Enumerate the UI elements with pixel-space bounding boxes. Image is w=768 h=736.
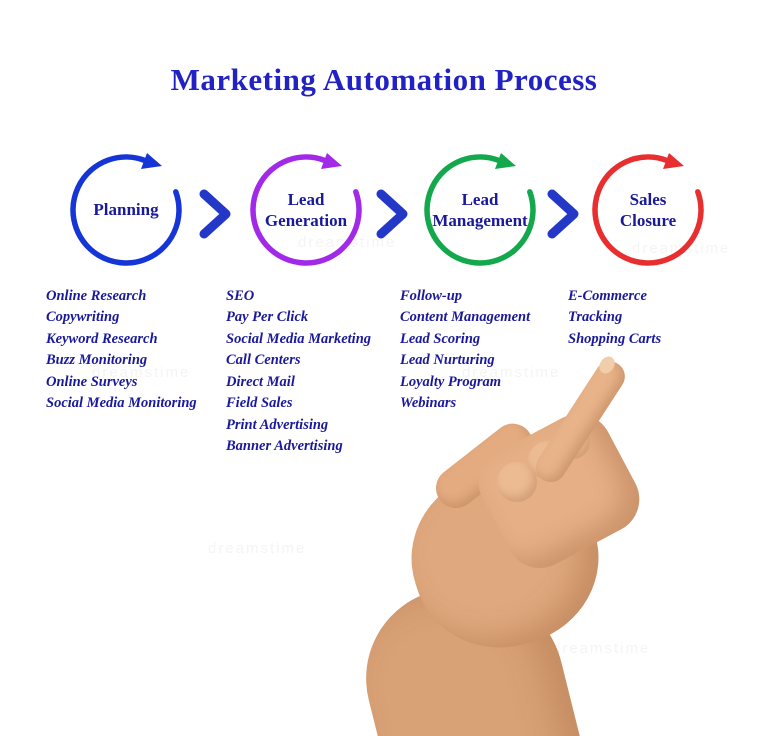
stage-ring-icon — [70, 153, 182, 266]
watermark: dreamstime — [552, 640, 651, 657]
list-item: Tracking — [568, 309, 623, 326]
list-item: Shopping Carts — [568, 330, 662, 347]
stage-circle: Sales Closure — [588, 150, 708, 270]
list-item: Loyalty Program — [400, 373, 502, 390]
stage-label: Planning — [93, 200, 159, 220]
list-item: Field Sales — [226, 395, 293, 412]
stage-planning: Planning Online Research Copywriting Key… — [36, 150, 216, 415]
list-item: Print Advertising — [226, 416, 329, 433]
arrow-right-icon — [375, 188, 411, 240]
stage-ring-icon — [424, 153, 536, 266]
stage-circle: Lead Generation — [246, 150, 366, 270]
list-item: SEO — [226, 288, 255, 304]
stage-ring-icon — [250, 153, 362, 266]
ring-arc — [250, 154, 362, 266]
stage-label: Lead Management — [432, 189, 528, 230]
ring-arc — [592, 154, 704, 266]
stage-circle: Planning — [66, 150, 186, 270]
list-item: Follow-up — [400, 288, 463, 304]
page-title: Marketing Automation Process — [170, 62, 598, 97]
ring-arc — [70, 154, 182, 266]
list-item: Call Centers — [226, 352, 301, 369]
arrow-shape — [376, 189, 408, 239]
list-item: Buzz Monitoring — [46, 352, 148, 369]
list-item: Online Research — [46, 288, 147, 304]
list-item: Direct Mail — [226, 373, 295, 390]
ring-arrowhead — [321, 153, 342, 169]
stage-item-list: E-Commerce Tracking Shopping Carts — [558, 286, 738, 350]
list-item: Lead Nurturing — [400, 352, 495, 369]
list-item: Pay Per Click — [226, 309, 309, 326]
arrow-shape — [199, 189, 231, 239]
ring-arrowhead — [495, 153, 516, 169]
list-item: Social Media Monitoring — [46, 395, 197, 412]
stage-ring-icon — [592, 153, 704, 266]
arrow-shape — [547, 189, 579, 239]
list-item: Online Surveys — [46, 373, 138, 390]
stage-lead-management: Lead Management Follow-up Content Manage… — [390, 150, 570, 415]
list-item: Banner Advertising — [226, 438, 343, 455]
arrow-right-icon — [198, 188, 234, 240]
stage-item-list: Follow-up Content Management Lead Scorin… — [390, 286, 570, 415]
stage-label: Sales Closure — [619, 189, 677, 230]
list-item: Keyword Research — [46, 330, 158, 347]
arrow-right-icon — [546, 188, 582, 240]
stage-sales-closure: Sales Closure E-Commerce Tracking Shoppi… — [558, 150, 738, 350]
watermark: dreamstime — [208, 540, 307, 557]
stage-item-list: Online Research Copywriting Keyword Rese… — [36, 286, 216, 415]
stage-label: Lead Generation — [264, 189, 348, 230]
stage-lead-generation: Lead Generation SEO Pay Per Click Social… — [216, 150, 396, 458]
list-item: E-Commerce — [568, 288, 647, 304]
list-item: Social Media Marketing — [226, 330, 372, 347]
ring-arc — [424, 154, 536, 266]
stage-circle: Lead Management — [420, 150, 540, 270]
ring-arrowhead — [663, 153, 684, 169]
list-item: Content Management — [400, 309, 531, 326]
stage-item-list: SEO Pay Per Click Social Media Marketing… — [216, 286, 396, 458]
list-item: Webinars — [400, 395, 457, 412]
ring-arrowhead — [141, 153, 162, 169]
list-item: Lead Scoring — [400, 330, 481, 347]
list-item: Copywriting — [46, 309, 120, 326]
